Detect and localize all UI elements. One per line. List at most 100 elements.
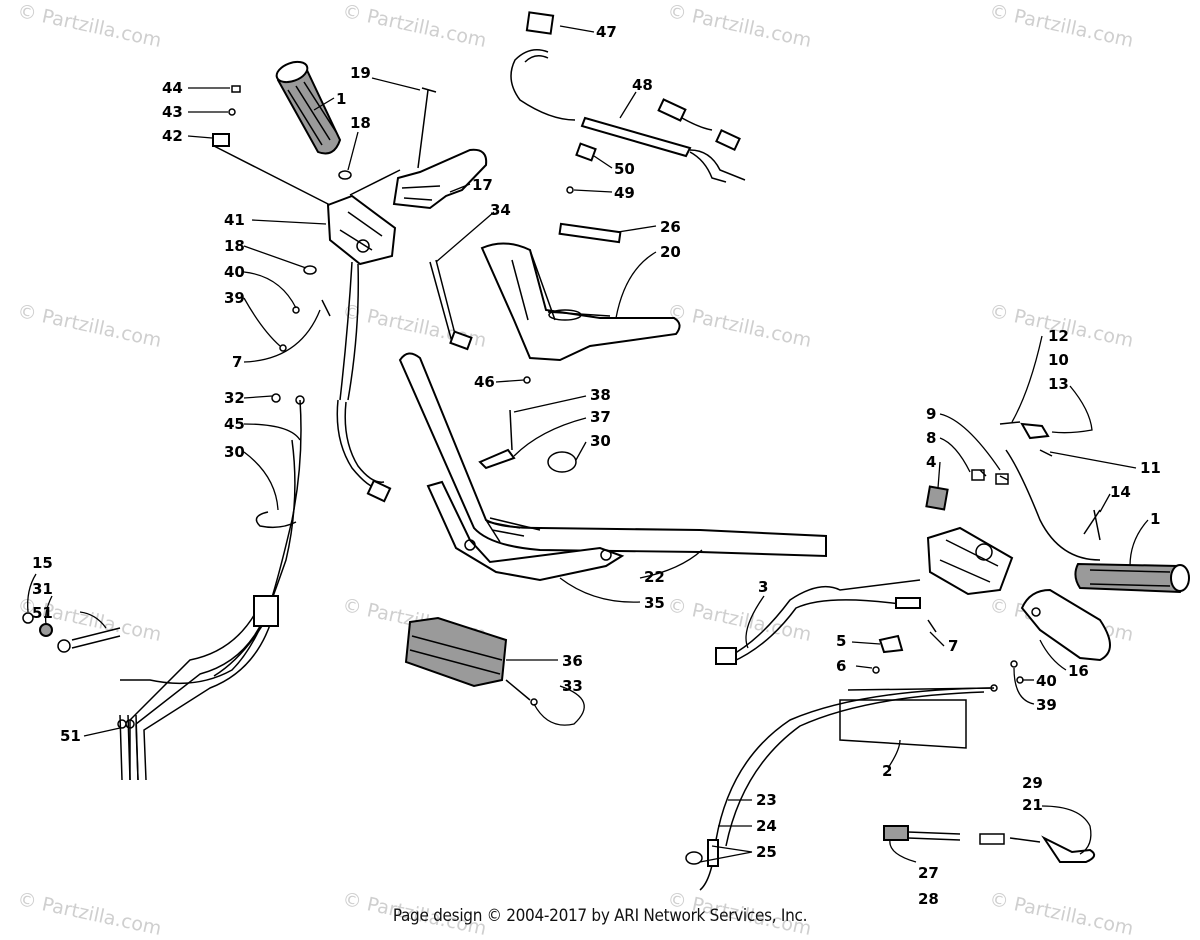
callout-36: 36	[562, 652, 583, 670]
part-49-screw	[566, 186, 574, 194]
part-50-switch	[575, 142, 597, 162]
callout-25: 25	[756, 843, 777, 861]
callout-19: 19	[350, 64, 371, 82]
callout-43: 43	[162, 103, 183, 121]
part-14-pin	[1093, 509, 1101, 541]
callout-13: 13	[1048, 375, 1069, 393]
connector	[366, 479, 392, 503]
part-46	[523, 376, 531, 384]
callout-7: 7	[232, 353, 242, 371]
callout-31: 31	[32, 580, 53, 598]
callout-51: 51	[32, 604, 53, 622]
part-5	[878, 634, 904, 654]
part-37-clamp-plate	[478, 448, 516, 470]
callout-2: 2	[882, 762, 892, 780]
callout-30: 30	[590, 432, 611, 450]
callout-38: 38	[590, 386, 611, 404]
callout-35: 35	[644, 594, 665, 612]
part-47-pad	[525, 11, 555, 35]
part-48-wiring-harness	[580, 98, 746, 183]
part-15	[22, 612, 34, 624]
callout-4: 4	[926, 453, 936, 471]
callout-49: 49	[614, 184, 635, 202]
part-34-spring	[429, 259, 457, 343]
callout-22: 22	[644, 568, 665, 586]
callout-39: 39	[224, 289, 245, 307]
callout-5: 5	[836, 632, 846, 650]
cable-top	[510, 49, 576, 121]
callout-34: 34	[490, 201, 511, 219]
callout-9: 9	[926, 405, 936, 423]
part-18-washer-lower	[303, 265, 317, 275]
part-43	[228, 108, 236, 116]
callout-40b: 40	[1036, 672, 1057, 690]
part-31	[39, 623, 53, 637]
part-6	[872, 666, 880, 674]
callout-24: 24	[756, 817, 777, 835]
part-19-bolt	[417, 87, 437, 169]
callout-17: 17	[472, 176, 493, 194]
callout-41: 41	[224, 211, 245, 229]
callout-18: 18	[350, 114, 371, 132]
callout-28: 28	[918, 890, 939, 908]
part-16-throttle-lever	[1020, 588, 1111, 662]
callout-42: 42	[162, 127, 183, 145]
callout-45: 45	[224, 415, 245, 433]
callout-32: 32	[224, 389, 245, 407]
callout-50: 50	[614, 160, 635, 178]
part-1-right-grip	[1074, 562, 1190, 594]
callout-46: 46	[474, 373, 495, 391]
callout-48: 48	[632, 76, 653, 94]
part-10-switch	[1020, 422, 1050, 440]
callout-10: 10	[1048, 351, 1069, 369]
callout-29: 29	[1022, 774, 1043, 792]
part-21	[1041, 835, 1096, 863]
part-26-pad	[558, 222, 622, 244]
callout-27: 27	[918, 864, 939, 882]
callout-26: 26	[660, 218, 681, 236]
part-35-clamp	[426, 480, 625, 582]
callout-39b: 39	[1036, 696, 1057, 714]
part-44	[231, 85, 241, 93]
callout-37: 37	[590, 408, 611, 426]
part-2-bracket	[839, 699, 967, 749]
callout-15: 15	[32, 554, 53, 572]
callout-6: 6	[836, 657, 846, 675]
cable-throttle	[339, 261, 360, 401]
callout-40: 40	[224, 263, 245, 281]
part-22-handlebar	[398, 352, 827, 558]
callout-30b: 30	[224, 443, 245, 461]
callout-11: 11	[1140, 459, 1161, 477]
part-1-left-grip	[275, 60, 342, 155]
part-9-right-control-housing	[926, 526, 1014, 596]
callout-23: 23	[756, 791, 777, 809]
callout-16: 16	[1068, 662, 1089, 680]
part-42	[212, 133, 230, 147]
callout-7b: 7	[948, 637, 958, 655]
part-51-terminal	[71, 627, 121, 649]
callout-20: 20	[660, 243, 681, 261]
part-30-cable-tie	[547, 451, 577, 473]
part-17-brake-lever	[392, 148, 488, 210]
callout-14: 14	[1110, 483, 1131, 501]
callout-33: 33	[562, 677, 583, 695]
part-38-bolt	[509, 409, 513, 451]
part-36-resistor	[404, 616, 508, 688]
callout-1: 1	[336, 90, 346, 108]
part-41-left-control-housing	[326, 194, 397, 266]
callout-47: 47	[596, 23, 617, 41]
part-23-throttle-cable	[699, 687, 991, 891]
part-29	[979, 833, 1005, 845]
callout-44: 44	[162, 79, 183, 97]
part-18-washer	[338, 170, 352, 180]
part-20-handlebar-pad-support	[480, 242, 681, 362]
callout-1b: 1	[1150, 510, 1160, 528]
page-footer: Page design © 2004-2017 by ARI Network S…	[392, 906, 808, 926]
callout-21: 21	[1022, 796, 1043, 814]
callout-51b: 51	[60, 727, 81, 745]
part-4-button	[925, 485, 949, 511]
callout-8: 8	[926, 429, 936, 447]
callout-18b: 18	[224, 237, 245, 255]
callout-12: 12	[1048, 327, 1069, 345]
